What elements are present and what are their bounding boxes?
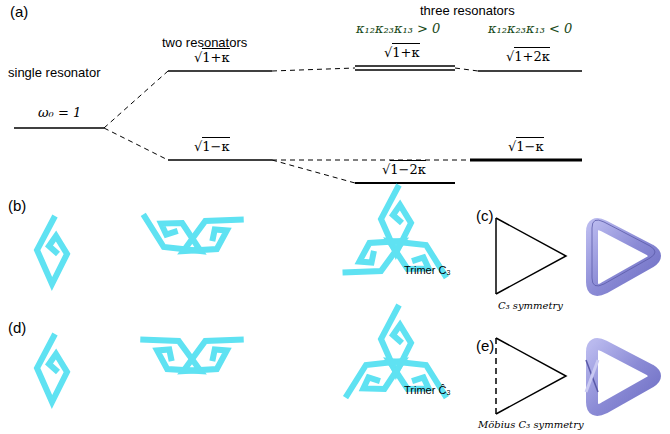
frequency-label: ω₀ = 1 (38, 106, 81, 120)
panel-letter: (c) (476, 208, 494, 225)
structure-label: Trimer C₃ (404, 264, 451, 276)
panel-letter: (b) (8, 198, 26, 215)
level-value: √1−2κ (382, 163, 426, 177)
mobius-bands (586, 220, 655, 410)
level-value: √1−κ (194, 140, 230, 154)
level-value: √1+κ (194, 51, 230, 65)
panel-letter: (d) (8, 320, 26, 337)
structure-label: Trimer Ĉ₃ (404, 384, 451, 396)
symmetry-triangles (496, 218, 566, 414)
level-value: √1−κ (508, 140, 544, 154)
correlation-lines (104, 68, 478, 183)
level-value: √1+κ (384, 46, 420, 60)
level-value: √1+2κ (506, 50, 550, 64)
level-heading: three resonators (420, 4, 515, 18)
symmetry-label: Möbius C₃ symmetry (478, 419, 584, 430)
energy-levels (14, 66, 582, 183)
panel-letter: (e) (476, 338, 494, 355)
coupling-condition: κ₁₂κ₂₃κ₁₃ < 0 (488, 22, 572, 36)
symmetry-label: C₃ symmetry (498, 300, 563, 311)
coupling-condition: κ₁₂κ₂₃κ₁₃ > 0 (356, 22, 440, 36)
resonator-shapes (37, 185, 455, 408)
level-heading: single resonator (8, 66, 101, 80)
panel-letter: (a) (10, 4, 28, 21)
